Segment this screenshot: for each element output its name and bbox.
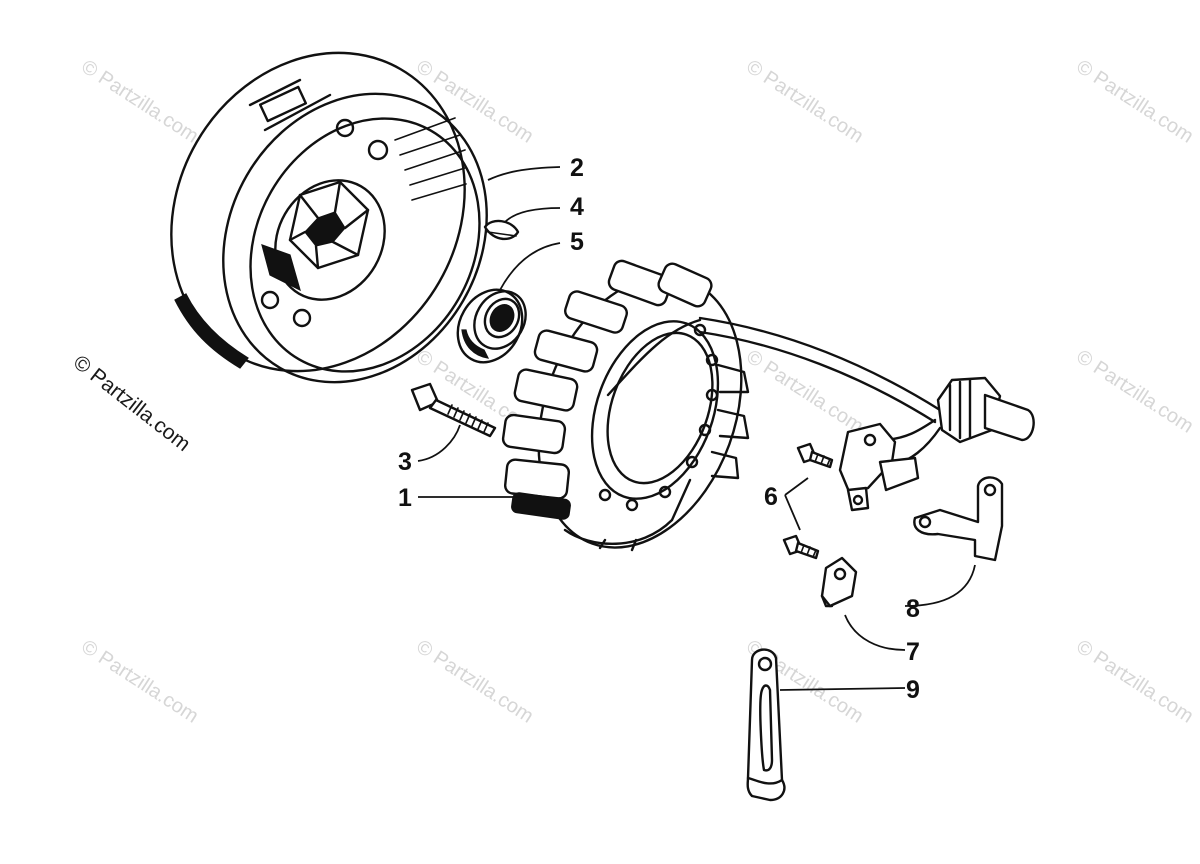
callout-2: 2 [570,154,584,182]
copyright-text: © Partzilla.com [69,351,195,456]
pickup-coil [838,422,920,512]
watermark: © Partzilla.com [1072,636,1197,728]
bracket [913,476,1004,562]
callout-5: 5 [570,228,584,256]
flywheel [170,51,488,384]
screws [782,442,834,560]
callout-8: 8 [906,595,920,623]
clamp [820,556,858,608]
watermark: © Partzilla.com [77,636,202,728]
callout-4: 4 [570,193,584,221]
callout-6: 6 [764,483,778,511]
watermark: © Partzilla.com [77,56,202,148]
callout-3: 3 [398,448,412,476]
watermark: © Partzilla.com [412,636,537,728]
flange-nut [456,288,527,364]
callout-1: 1 [398,484,412,512]
woodruff-key [483,219,520,241]
callout-9: 9 [906,676,920,704]
leader-lines [417,166,976,691]
watermark: © Partzilla.com [1072,56,1197,148]
watermark: © Partzilla.com [1072,346,1197,438]
bolt [410,382,497,438]
callout-7: 7 [906,638,920,666]
strap [746,648,786,802]
callouts: 2 4 5 3 1 6 8 7 9 [398,154,920,704]
watermark: © Partzilla.com [742,56,867,148]
stator [501,259,750,552]
wire-harness [606,316,1035,467]
